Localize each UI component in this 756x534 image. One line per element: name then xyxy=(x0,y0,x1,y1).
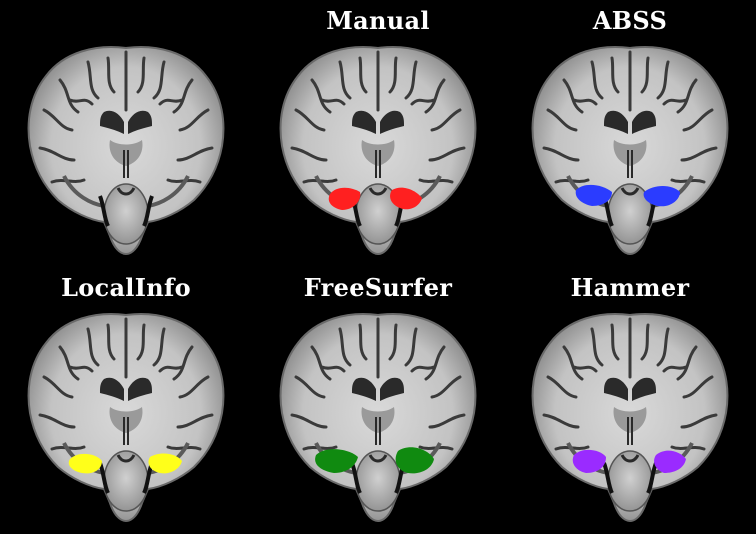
brain-slice xyxy=(0,0,252,267)
panel-abss: ABSS xyxy=(504,0,756,267)
hippocampus-overlay xyxy=(315,447,434,474)
left-hippocampus xyxy=(572,449,606,473)
brain-slice xyxy=(504,267,756,534)
right-hippocampus xyxy=(654,450,686,473)
brain-slice xyxy=(0,267,252,534)
panel-hammer: Hammer xyxy=(504,267,756,534)
brain-slice xyxy=(252,267,504,534)
panel-label: LocalInfo xyxy=(61,273,191,302)
left-hippocampus xyxy=(68,453,102,474)
panel-label: FreeSurfer xyxy=(303,273,453,302)
panel-label: ABSS xyxy=(592,6,668,35)
panel-original xyxy=(0,0,252,267)
panel-label: Hammer xyxy=(570,273,690,302)
right-hippocampus xyxy=(148,453,182,474)
panel-manual: Manual xyxy=(252,0,504,267)
panel-freesurfer: FreeSurfer xyxy=(252,267,504,534)
right-hippocampus xyxy=(395,447,434,474)
hippocampus-overlay xyxy=(68,453,182,474)
right-hippocampus xyxy=(643,186,680,207)
hippocampus-overlay xyxy=(572,449,686,473)
panel-localinfo: LocalInfo xyxy=(0,267,252,534)
brain-slice xyxy=(252,0,504,267)
left-hippocampus xyxy=(315,449,358,473)
panel-label: Manual xyxy=(326,6,430,35)
right-hippocampus xyxy=(390,187,422,210)
left-hippocampus xyxy=(575,184,612,206)
hippocampus-overlay xyxy=(575,184,680,207)
left-hippocampus xyxy=(328,187,361,210)
brain-slice xyxy=(504,0,756,267)
hippocampus-overlay xyxy=(328,187,422,210)
